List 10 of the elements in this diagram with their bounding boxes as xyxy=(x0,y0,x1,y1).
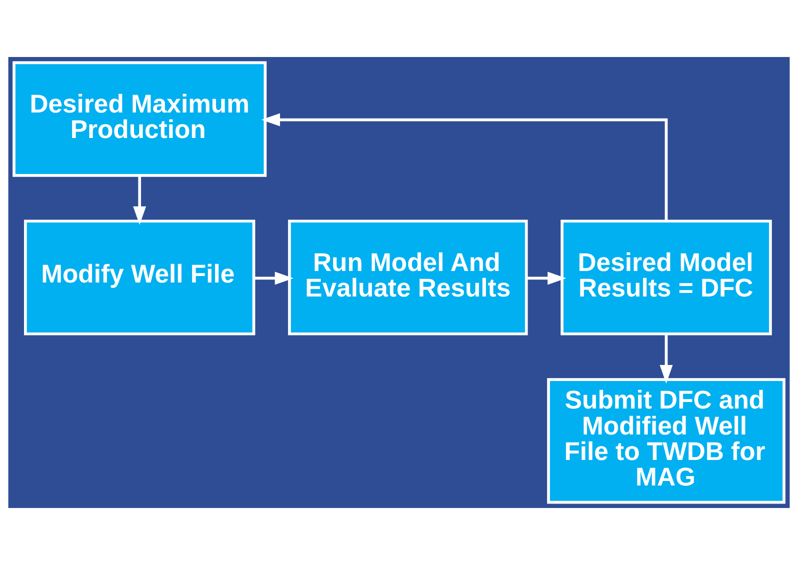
node-box: Modify Well File xyxy=(24,219,256,335)
node-box: Desired Model Results = DFC xyxy=(560,219,772,335)
arrow xyxy=(526,271,566,284)
node-box: Submit DFC and Modified Well File to TWDB for MAG xyxy=(547,378,786,504)
arrow xyxy=(133,175,146,224)
node-box: Run Model And Evaluate Results xyxy=(288,219,528,335)
arrow xyxy=(261,112,668,221)
node-box: Desired Maximum Production xyxy=(12,60,267,176)
arrow xyxy=(254,271,294,284)
arrow xyxy=(660,334,673,384)
